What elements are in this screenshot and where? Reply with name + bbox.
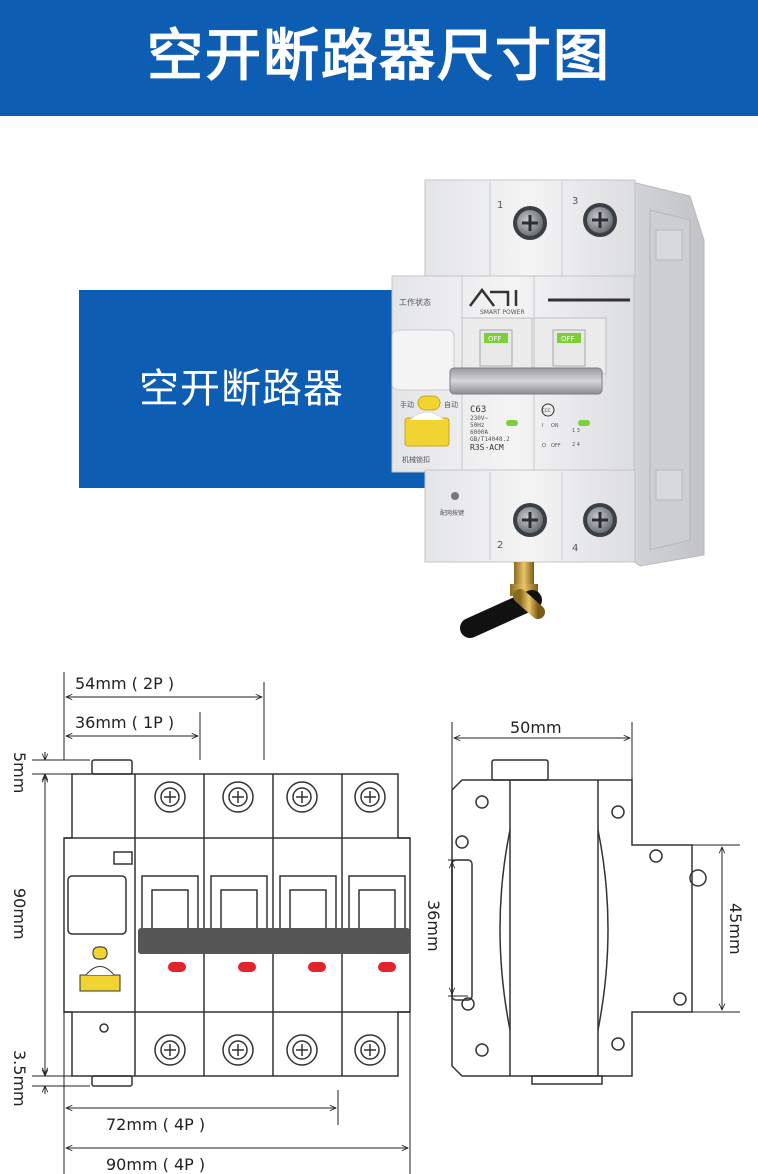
off-indicator (484, 333, 508, 343)
spec-voltage: 230V~ (470, 415, 488, 422)
pair-label: 配网按键 (440, 509, 464, 517)
spec-series: R3S-ACM (470, 443, 504, 452)
off-label: OFF (561, 335, 575, 343)
page-title: 空开断路器尺寸图 (147, 24, 611, 89)
spec-standard: GB/T14048.2 (470, 436, 510, 443)
pair-button[interactable] (451, 492, 459, 500)
off-small: OFF (551, 443, 561, 449)
scale-i: I (542, 423, 543, 429)
dim-top-clip: 5mm (10, 752, 29, 793)
dim-width-2p: 54mm ( 2P ) (75, 674, 174, 693)
spec-capacity: 6000A (470, 429, 488, 436)
front-dim-lines (32, 672, 411, 1174)
off-label: OFF (488, 335, 502, 343)
brand-sub: SMART POWER (480, 309, 525, 316)
screw-icon (583, 503, 617, 537)
screw-icon (513, 206, 547, 240)
dim-depth: 50mm (510, 718, 562, 737)
dim-rail-height: 45mm (726, 903, 745, 955)
dim-width-4p: 72mm ( 4P ) (106, 1115, 205, 1134)
dim-height: 90mm (10, 888, 29, 940)
front-screws (154, 781, 386, 1066)
green-indicator (578, 420, 590, 426)
green-indicator (506, 420, 518, 426)
cert-label: CCC (542, 408, 551, 413)
product-label-box: 空开断路器 (79, 290, 439, 488)
brand-logo-icon (469, 287, 518, 307)
product-label: 空开断路器 (139, 366, 344, 412)
off-indicator (557, 333, 581, 343)
front-view-drawing (63, 759, 411, 1087)
dim-width-1p: 36mm ( 1P ) (75, 713, 174, 732)
front-lock (79, 974, 121, 992)
dim-width-total: 90mm ( 4P ) (106, 1155, 205, 1174)
mechanical-lock[interactable] (404, 417, 450, 447)
manual-label: 手动 (400, 400, 414, 409)
scale-o: O (542, 443, 546, 449)
header-banner: 空开断路器尺寸图 (0, 0, 758, 116)
dim-bottom-clip: 3.5mm (10, 1050, 29, 1107)
diagram-top: 1 3 (572, 428, 580, 434)
on-small: ON (551, 423, 559, 429)
side-dim-lines (448, 722, 740, 1013)
mode-toggle[interactable] (417, 395, 441, 411)
terminal-2-label: 2 (497, 540, 503, 551)
red-indicators (168, 962, 396, 972)
handle-bar[interactable] (449, 367, 603, 395)
terminal-3-label: 3 (572, 196, 578, 207)
ccc-cert-icon (541, 403, 555, 417)
status-label: 工作状态 (399, 297, 431, 307)
antenna-icon (460, 562, 545, 638)
side-view-drawing (451, 759, 707, 1085)
terminal-4-label: 4 (572, 543, 578, 554)
screw-icon (583, 203, 617, 237)
breaker-photo: 1 3 工作状态 手动 自动 机械锁扣 SMART POWER (391, 179, 705, 638)
spec-model: C63 (470, 405, 486, 415)
spec-freq: 50Hz (470, 422, 485, 429)
front-handle-bar (138, 928, 410, 954)
dim-front-height: 36mm (424, 900, 443, 952)
screw-icon (513, 503, 547, 537)
front-toggle (92, 946, 108, 960)
auto-label: 自动 (444, 400, 458, 409)
lock-label: 机械锁扣 (402, 455, 430, 464)
terminal-1-label: 1 (497, 200, 503, 211)
diagram-bottom: 2 4 (572, 442, 580, 448)
